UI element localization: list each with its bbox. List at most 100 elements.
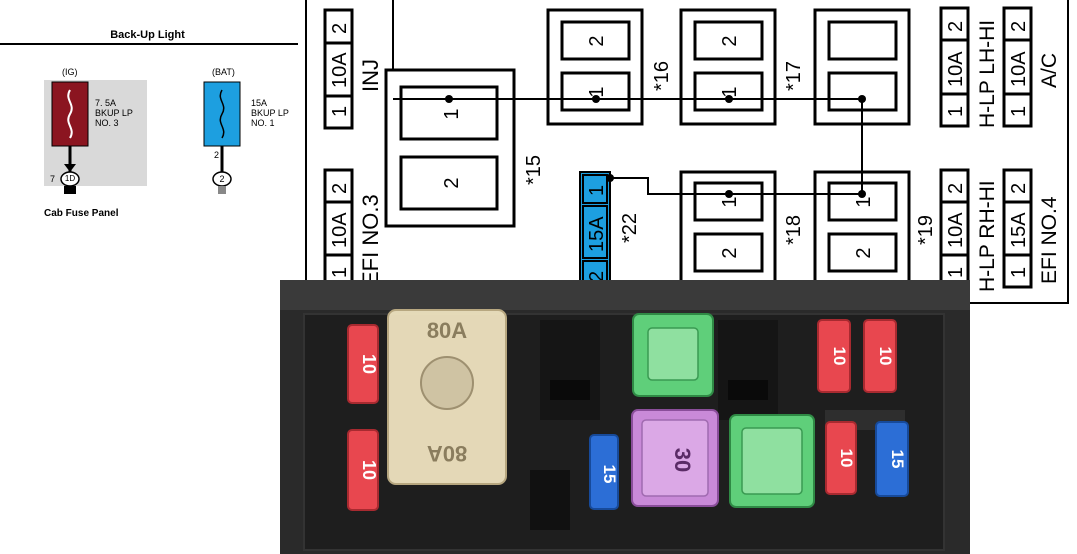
- title-rule: [0, 43, 298, 45]
- inj-pin1: 1: [329, 106, 351, 117]
- photo-fuse-15: 15: [875, 421, 909, 497]
- bat-spec-line: 15A: [251, 98, 268, 108]
- cab-fuse-panel-label: Cab Fuse Panel: [44, 208, 119, 219]
- relay-17: 2 1 *17: [679, 8, 805, 126]
- svg-text:10: 10: [837, 449, 856, 468]
- ig-spec-line: 7. 5A: [95, 98, 117, 108]
- ig-fuse-spec: 7. 5A BKUP LP NO. 3: [95, 98, 133, 128]
- bat-connector-pin: 2: [214, 150, 220, 160]
- photo-fuse-green: [632, 313, 714, 397]
- photo-fuse-10: 10: [347, 324, 379, 404]
- bat-connector-tail: [218, 186, 226, 194]
- svg-text:15: 15: [888, 450, 907, 469]
- efi4-pin2: 2: [1008, 183, 1030, 194]
- fuse-22: 1 15A 2 *22: [579, 171, 641, 290]
- ac-name: A/C: [1038, 53, 1061, 88]
- fuse-efi-no3: 1 10A 2 EFI NO.3: [323, 168, 383, 289]
- fuse-hlp-lh-hi: 1 10A 2 H-LP LH-HI: [939, 6, 999, 128]
- photo-fuse-green: [729, 414, 815, 508]
- relay15-id: *15: [523, 155, 545, 185]
- relay-box-diagram: 1 10A 2 INJ 1 10A 2 EFI NO.3 1 2 *15 2 1…: [323, 0, 1061, 292]
- svg-text:30: 30: [670, 448, 695, 472]
- photo-fuse-15: 15: [589, 434, 619, 510]
- bat-fuse-icon: [219, 89, 225, 139]
- efi4-name: EFI NO.4: [1038, 196, 1061, 284]
- ac-rating: 10A: [1008, 51, 1030, 87]
- bat-fuse-spec: 15A BKUP LP NO. 1: [251, 98, 289, 128]
- svg-text:10: 10: [876, 347, 895, 366]
- ig-label: (IG): [62, 67, 78, 77]
- fuse-inj: 1 10A 2 INJ: [323, 8, 383, 130]
- fuse22-rating: 15A: [586, 216, 608, 252]
- efi3-rating: 10A: [329, 212, 351, 248]
- photo-fuse-10: 10: [817, 319, 851, 393]
- relay-19: 1 2 *19: [813, 170, 937, 289]
- hlp-rh-pin2: 2: [945, 183, 967, 194]
- relay17-id: *17: [783, 61, 805, 91]
- hlp-rh-rating: 10A: [945, 212, 967, 248]
- relay16-id: *16: [651, 61, 673, 91]
- photo-fuses: 10 10 80A 80A 15 30 10 10 10 15: [347, 309, 909, 511]
- ig-fuse-icon: [67, 89, 73, 139]
- ig-connector-tail: [64, 186, 76, 194]
- efi4-pin1: 1: [1008, 267, 1030, 278]
- fuse-ac: 1 10A 2 A/C: [1002, 6, 1061, 128]
- fuse-schematic: [44, 80, 241, 194]
- photo-fuse-80a: 80A 80A: [387, 309, 507, 485]
- relay19-slot: 2: [853, 247, 875, 258]
- ig-arrow-icon: [64, 164, 76, 172]
- efi4-rating: 15A: [1008, 212, 1030, 248]
- efi3-name: EFI NO.3: [358, 194, 383, 286]
- relay19-id: *19: [915, 215, 937, 245]
- svg-text:10: 10: [359, 460, 379, 480]
- svg-text:80A: 80A: [427, 318, 467, 343]
- fuse22-pin1: 1: [586, 185, 608, 196]
- relay17-slot: 2: [719, 35, 741, 46]
- inj-name: INJ: [358, 59, 383, 92]
- ac-pin2: 2: [1008, 21, 1030, 32]
- inj-pin2: 2: [329, 23, 351, 34]
- photo-fuse-30: 30: [631, 409, 719, 507]
- photo-fuse-10: 10: [863, 319, 897, 393]
- inj-rating: 10A: [329, 52, 351, 88]
- ig-spec-line: BKUP LP: [95, 108, 133, 118]
- fuse22-pin2: 2: [586, 271, 608, 282]
- hlp-rh-pin1: 1: [945, 267, 967, 278]
- ig-connector-id: 1D: [64, 174, 76, 183]
- fuse-hlp-rh-hi: 1 10A 2 H-LP RH-HI: [939, 168, 999, 292]
- hlp-lh-pin1: 1: [945, 106, 967, 117]
- relay-15: 1 2 *15: [384, 68, 545, 228]
- bat-connector-id: 2: [219, 174, 225, 184]
- bat-spec-line: NO. 1: [251, 118, 275, 128]
- photo-fuse-10: 10: [347, 429, 379, 511]
- relay18-slot: 1: [719, 196, 741, 207]
- bat-label: (BAT): [212, 67, 235, 77]
- hlp-lh-name: H-LP LH-HI: [976, 20, 999, 128]
- hlp-lh-pin2: 2: [945, 21, 967, 32]
- schematic-title: Back-Up Light: [110, 29, 185, 41]
- relay-18: 1 2 *18: [679, 170, 805, 289]
- ig-connector-pin: 7: [50, 174, 56, 184]
- relay15-slot: 1: [441, 108, 463, 119]
- relay17-slot: 1: [719, 86, 741, 97]
- fuse-efi-no4: 1 15A 2 EFI NO.4: [1002, 168, 1061, 289]
- ac-pin1: 1: [1008, 106, 1030, 117]
- svg-text:10: 10: [830, 347, 849, 366]
- photo-fuse-10: 10: [825, 421, 857, 495]
- ig-spec-line: NO. 3: [95, 118, 119, 128]
- relay15-slot: 2: [441, 177, 463, 188]
- svg-text:15: 15: [600, 465, 619, 484]
- relay-16: 2 1 *16: [546, 8, 673, 126]
- bat-spec-line: BKUP LP: [251, 108, 289, 118]
- efi3-pin1: 1: [329, 267, 351, 278]
- hlp-lh-rating: 10A: [945, 51, 967, 87]
- relay19-slot: 1: [853, 196, 875, 207]
- relay16-slot: 1: [586, 86, 608, 97]
- relay18-slot: 2: [719, 247, 741, 258]
- fuse22-id: *22: [619, 213, 641, 243]
- connection-dots: [445, 95, 866, 198]
- relay18-id: *18: [783, 215, 805, 245]
- hlp-rh-name: H-LP RH-HI: [976, 180, 999, 292]
- relay16-slot: 2: [586, 35, 608, 46]
- efi3-pin2: 2: [329, 183, 351, 194]
